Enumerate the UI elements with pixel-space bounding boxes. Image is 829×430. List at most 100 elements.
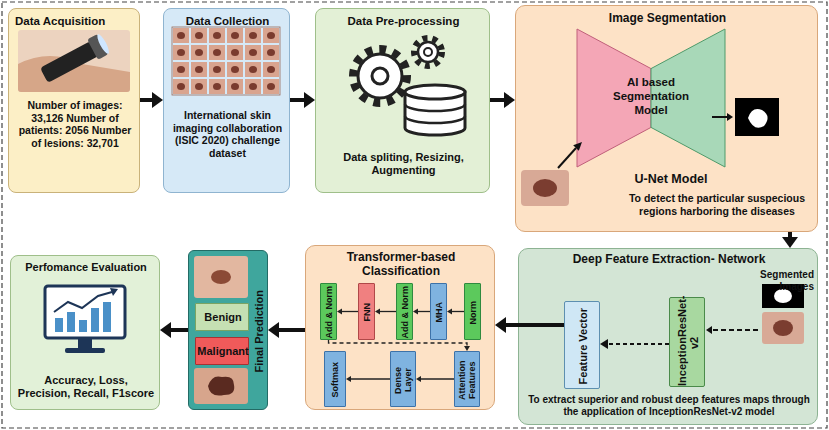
output-arrow — [712, 116, 727, 118]
network-box: InceptionResNet-v2 — [669, 297, 705, 387]
layer-box: MHA — [430, 283, 447, 340]
body-text: U-Net Model — [606, 172, 736, 187]
arrow-head — [495, 317, 506, 333]
gear-ring — [418, 42, 438, 62]
class-label: Malignant — [195, 337, 249, 365]
heading-text: Data Pre-processing — [320, 15, 487, 29]
lesion — [208, 376, 234, 395]
flow-arrow — [495, 317, 564, 333]
bar — [67, 312, 75, 332]
connector-line — [140, 98, 152, 102]
box-label: AI based Segmentation Model — [598, 76, 704, 117]
monitor-screen — [45, 286, 125, 338]
monitor-stand — [78, 338, 92, 348]
benign-image — [194, 256, 248, 298]
arrow-head — [160, 322, 171, 338]
connector-line — [608, 343, 669, 345]
stage-panel: Transformer-based ClassificationNormMHAA… — [305, 245, 495, 410]
box-label: MHA — [435, 302, 445, 323]
segmentation-input-output — [521, 98, 779, 206]
layer-box: Add & Norm — [320, 283, 337, 340]
body-text: Segmented Images — [724, 269, 814, 293]
body-text: To detect the particular suspecious regi… — [621, 192, 813, 217]
flow-arrow — [346, 376, 390, 382]
box-label: InceptionResNet-v2 — [676, 300, 700, 386]
layer-box: Dense Layer — [390, 351, 416, 407]
flow-arrow — [375, 309, 396, 315]
body-text: To extract superior and robust deep feat… — [525, 394, 813, 418]
lesion-image — [521, 170, 569, 206]
mask-blob — [774, 289, 792, 303]
connector-line — [342, 311, 358, 312]
dermatoscope-photo — [18, 30, 130, 92]
body-text: Accuracy, Loss, Precision, Recall, F1sco… — [17, 374, 155, 400]
arrow-head — [152, 92, 163, 108]
connector-line — [788, 232, 792, 237]
database-rings — [405, 104, 465, 123]
gear-hub — [424, 48, 432, 56]
connector-line — [290, 98, 304, 102]
box-label: Final Prediction — [253, 290, 265, 373]
box-label: Softmax — [331, 362, 341, 398]
arrow-head — [416, 376, 421, 382]
image-grid — [172, 27, 280, 95]
arrow-head — [573, 142, 582, 151]
scope-body — [40, 41, 99, 83]
trend-line — [54, 292, 112, 312]
lesion — [773, 320, 793, 336]
box-label: Norm — [469, 301, 479, 325]
bar — [91, 308, 99, 332]
dashed-arrow — [712, 329, 758, 331]
connector-line — [421, 378, 454, 379]
bar — [103, 302, 111, 332]
flow-arrow — [268, 322, 305, 338]
arrow-head — [375, 309, 380, 315]
arrow-head — [600, 339, 608, 349]
flow-arrow — [600, 339, 669, 349]
arrow-head — [304, 92, 315, 108]
mask-image — [762, 284, 804, 308]
prediction-images — [194, 256, 248, 404]
layer-box: Attention Features — [454, 351, 480, 407]
heading-text: Deep Feature Extraction- Network — [527, 252, 811, 266]
lesion — [211, 270, 231, 284]
class-label: Benign — [195, 303, 249, 331]
unet-model: AI based Segmentation Model — [576, 28, 726, 168]
arrow-head — [782, 237, 798, 248]
connector-line — [506, 323, 564, 327]
segmented-images — [706, 284, 804, 344]
layer-box: Softmax — [324, 351, 346, 407]
gear-teeth — [353, 49, 407, 103]
flow-arrow — [290, 92, 315, 108]
flow-arrow — [490, 92, 515, 108]
box-label: Malignant — [197, 345, 249, 358]
flow-arrow — [140, 92, 163, 108]
layer-box: Norm — [464, 283, 481, 340]
gear-teeth — [414, 38, 442, 66]
arrow-head — [727, 113, 733, 121]
arrow-head — [337, 309, 342, 315]
connector-line — [380, 311, 396, 312]
dermatoscope — [39, 32, 112, 85]
box-label: FNN — [363, 303, 373, 322]
flow-arrow — [160, 322, 188, 338]
box-label: Add & Norm — [401, 286, 411, 339]
arrow-head — [504, 92, 515, 108]
arrow-head — [464, 346, 470, 351]
heading-text: Perfomance Evaluation — [15, 261, 157, 274]
heading-text: Data Collection — [168, 15, 287, 29]
box-label: Feature Vector — [577, 308, 589, 384]
flow-arrow — [413, 309, 430, 315]
layer-box: FNN — [358, 283, 375, 340]
database-top — [405, 85, 465, 99]
feature-vector-box: Feature Vector — [564, 301, 600, 389]
connector-line — [418, 311, 430, 312]
connector-line — [452, 311, 464, 312]
skin-ground — [18, 30, 130, 92]
gear-hub — [372, 68, 388, 84]
input-arrow — [558, 148, 576, 168]
box-label: Dense Layer — [394, 354, 414, 406]
arrow-head — [413, 309, 418, 315]
flow-arrow — [782, 232, 798, 248]
